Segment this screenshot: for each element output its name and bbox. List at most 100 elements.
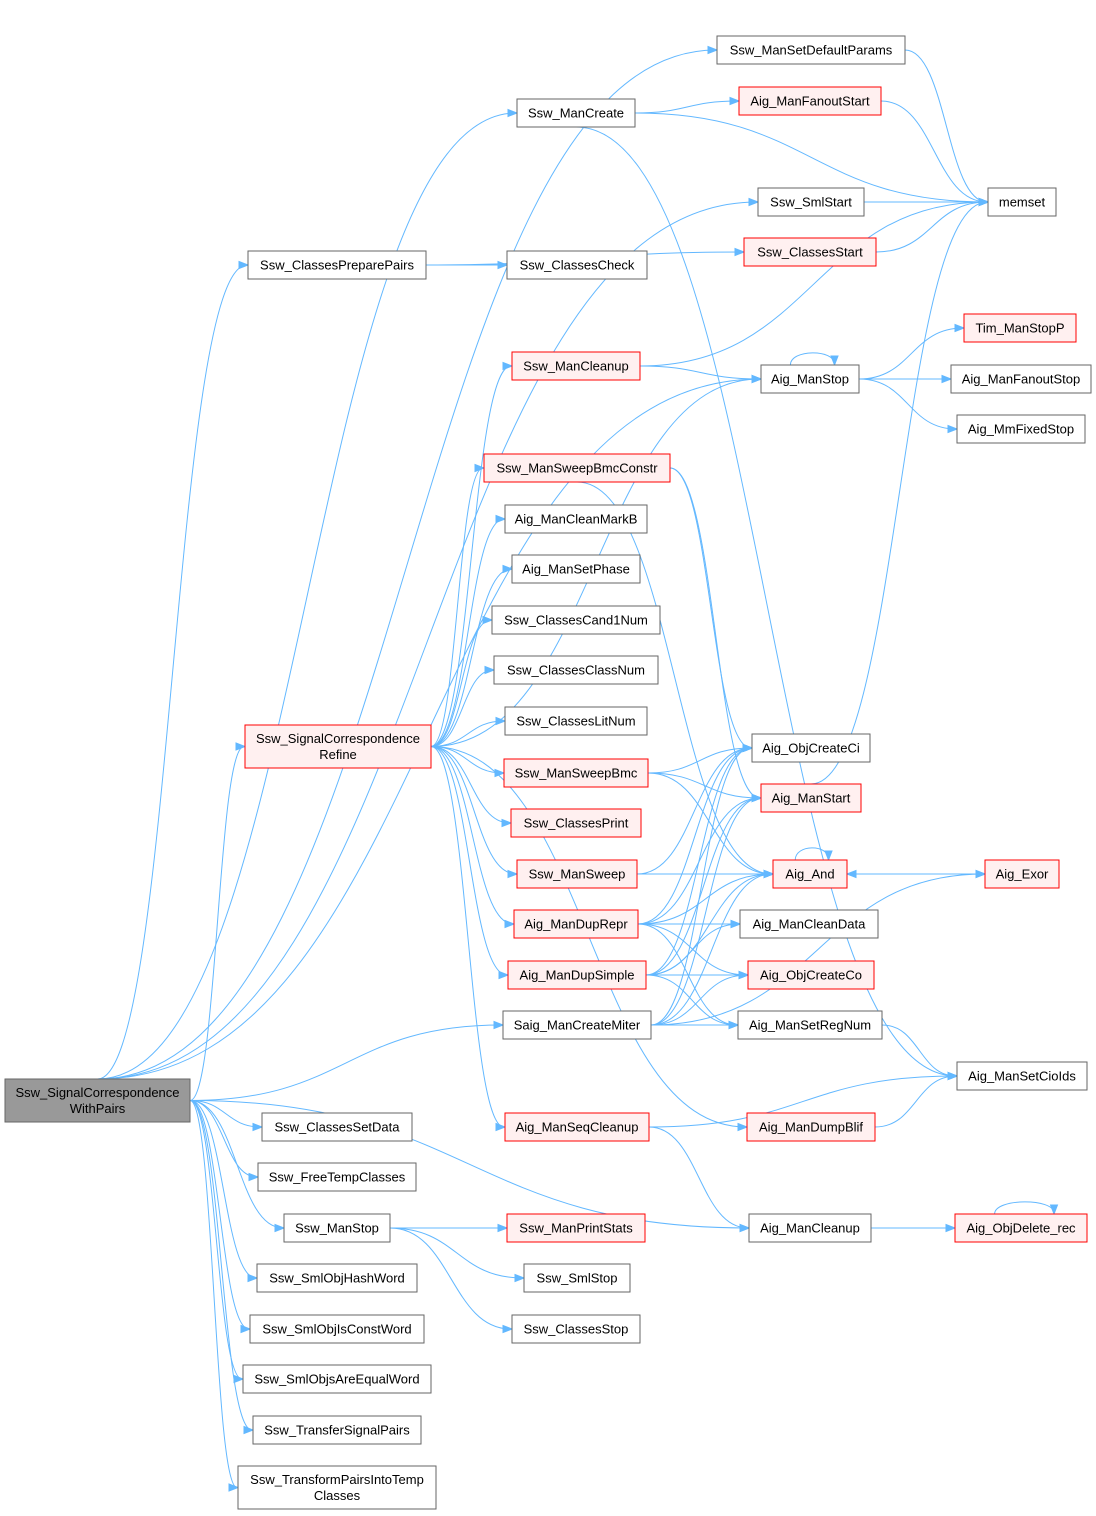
node-box bbox=[247, 250, 427, 280]
node-cleanmarkb[interactable]: Aig_ManCleanMarkB bbox=[504, 504, 648, 534]
node-areequal[interactable]: Ssw_SmlObjsAreEqualWord bbox=[242, 1364, 432, 1394]
node-setphase[interactable]: Aig_ManSetPhase bbox=[511, 554, 641, 584]
node-classesstart[interactable]: Ssw_ClassesStart bbox=[743, 237, 877, 267]
edge-aigand-aigand bbox=[794, 847, 829, 861]
node-objdelete[interactable]: Aig_ObjDelete_rec bbox=[954, 1213, 1088, 1243]
node-classesstop[interactable]: Ssw_ClassesStop bbox=[511, 1314, 641, 1344]
edge-manstart-memset bbox=[810, 201, 988, 785]
edge-arrowhead bbox=[947, 424, 959, 434]
edge-sigrefine-classesprint bbox=[430, 746, 511, 824]
edge-sweepbmc-manstart bbox=[647, 772, 761, 799]
node-aigstop[interactable]: Aig_ManStop bbox=[760, 364, 860, 394]
node-label: Ssw_ClassesClassNum bbox=[507, 663, 645, 678]
node-label: Aig_ManSeqCleanup bbox=[516, 1120, 639, 1135]
edge-arrowhead bbox=[495, 514, 507, 524]
edge-sigrefine-dupsimple bbox=[430, 746, 508, 976]
edge-arrowhead bbox=[495, 1122, 507, 1132]
node-box bbox=[950, 364, 1092, 394]
edge-arrowhead bbox=[493, 1020, 505, 1030]
node-memset[interactable]: memset bbox=[987, 187, 1057, 217]
node-setregnum[interactable]: Aig_ManSetRegNum bbox=[737, 1010, 883, 1040]
node-box bbox=[739, 909, 879, 939]
node-isconst[interactable]: Ssw_SmlObjIsConstWord bbox=[249, 1314, 425, 1344]
node-setcioids[interactable]: Aig_ManSetCioIds bbox=[956, 1061, 1088, 1091]
edge-sweepbmcconstr-objcreateci bbox=[669, 467, 752, 749]
node-label: Ssw_SmlObjHashWord bbox=[269, 1271, 405, 1286]
node-classescheck[interactable]: Ssw_ClassesCheck bbox=[506, 250, 648, 280]
node-box bbox=[504, 1112, 650, 1142]
node-classesprint[interactable]: Ssw_ClassesPrint bbox=[510, 808, 642, 838]
node-label: Ssw_ManSweep bbox=[529, 867, 626, 882]
edge-arrowhead bbox=[1049, 1204, 1059, 1216]
edge-createmiter-objcreateci bbox=[650, 747, 752, 1026]
node-cand1num[interactable]: Ssw_ClassesCand1Num bbox=[491, 605, 661, 635]
node-label: Aig_ObjDelete_rec bbox=[966, 1221, 1076, 1236]
node-hashword[interactable]: Ssw_SmlObjHashWord bbox=[256, 1263, 418, 1293]
node-objcreateco[interactable]: Aig_ObjCreateCo bbox=[747, 960, 875, 990]
node-preparepairs[interactable]: Ssw_ClassesPreparePairs bbox=[247, 250, 427, 280]
node-label: Aig_ManDupSimple bbox=[520, 968, 635, 983]
node-exor[interactable]: Aig_Exor bbox=[984, 859, 1060, 889]
node-createmiter[interactable]: Saig_ManCreateMiter bbox=[502, 1010, 652, 1040]
node-box bbox=[716, 35, 906, 65]
node-dupsimple[interactable]: Aig_ManDupSimple bbox=[507, 960, 647, 990]
node-transfer[interactable]: Ssw_TransferSignalPairs bbox=[252, 1415, 422, 1445]
node-box bbox=[747, 960, 875, 990]
edge-dumpblif-setcioids bbox=[874, 1075, 957, 1128]
node-box bbox=[503, 758, 649, 788]
node-objcreateci[interactable]: Aig_ObjCreateCi bbox=[751, 733, 871, 763]
node-sweepbmc[interactable]: Ssw_ManSweepBmc bbox=[503, 758, 649, 788]
node-setdefault[interactable]: Ssw_ManSetDefaultParams bbox=[716, 35, 906, 65]
node-box bbox=[746, 1112, 876, 1142]
node-freetemp[interactable]: Ssw_FreeTempClasses bbox=[257, 1162, 417, 1192]
node-box bbox=[493, 655, 659, 685]
edge-sigrefine-cand1num bbox=[430, 619, 492, 747]
node-aigand[interactable]: Aig_And bbox=[772, 859, 848, 889]
edge-arrowhead bbox=[248, 1172, 260, 1182]
node-manstart[interactable]: Aig_ManStart bbox=[760, 783, 862, 813]
node-mancreate[interactable]: Ssw_ManCreate bbox=[516, 98, 636, 128]
edge-arrowhead bbox=[748, 197, 760, 207]
node-smlstop[interactable]: Ssw_SmlStop bbox=[523, 1263, 631, 1293]
node-mmfixed[interactable]: Aig_MmFixedStop bbox=[956, 414, 1086, 444]
edge-mancreate-fanoutstart bbox=[634, 100, 739, 114]
node-box bbox=[751, 733, 871, 763]
node-label: Aig_MmFixedStop bbox=[968, 422, 1074, 437]
node-sweepbmcconstr[interactable]: Ssw_ManSweepBmcConstr bbox=[483, 453, 671, 483]
node-label: Ssw_SignalCorrespondence bbox=[15, 1085, 179, 1100]
node-box bbox=[757, 187, 865, 217]
node-label: Ssw_ManSetDefaultParams bbox=[730, 43, 893, 58]
node-aigcleanup[interactable]: Aig_ManCleanup bbox=[748, 1213, 872, 1243]
node-box bbox=[261, 1112, 413, 1142]
edge-seqcleanup-aigcleanup bbox=[648, 1126, 749, 1229]
edge-sswmanstop-classesstop bbox=[389, 1227, 512, 1330]
node-classessetdata[interactable]: Ssw_ClassesSetData bbox=[261, 1112, 413, 1142]
node-sweep[interactable]: Ssw_ManSweep bbox=[516, 859, 638, 889]
node-cleandata[interactable]: Aig_ManCleanData bbox=[739, 909, 879, 939]
node-timstop[interactable]: Tim_ManStopP bbox=[963, 313, 1077, 343]
node-label: Ssw_ManSweepBmc bbox=[515, 766, 638, 781]
edge-createmiter-exor bbox=[650, 873, 985, 1026]
node-fanoutstart[interactable]: Aig_ManFanoutStart bbox=[738, 86, 882, 116]
node-litnum[interactable]: Ssw_ClassesLitNum bbox=[504, 706, 648, 736]
node-classnum[interactable]: Ssw_ClassesClassNum bbox=[493, 655, 659, 685]
node-label: Saig_ManCreateMiter bbox=[514, 1018, 641, 1033]
node-seqcleanup[interactable]: Aig_ManSeqCleanup bbox=[504, 1112, 650, 1142]
node-duprepr[interactable]: Aig_ManDupRepr bbox=[513, 909, 639, 939]
edge-duprepr-objcreateci bbox=[637, 747, 752, 925]
edge-sweep-objcreateci bbox=[636, 747, 752, 875]
edge-arrowhead bbox=[947, 1071, 959, 1081]
node-dumpblif[interactable]: Aig_ManDumpBlif bbox=[746, 1112, 876, 1142]
node-label: Ssw_SignalCorrespondence bbox=[256, 731, 420, 746]
node-box bbox=[4, 1078, 191, 1123]
node-mancleanup[interactable]: Ssw_ManCleanup bbox=[511, 351, 641, 381]
node-printstats[interactable]: Ssw_ManPrintStats bbox=[506, 1213, 646, 1243]
edge-root-freetemp bbox=[189, 1100, 258, 1178]
node-sswmanstop[interactable]: Ssw_ManStop bbox=[283, 1213, 391, 1243]
node-label: Aig_Exor bbox=[996, 867, 1049, 882]
node-smlstart[interactable]: Ssw_SmlStart bbox=[757, 187, 865, 217]
node-fanoutstop[interactable]: Aig_ManFanoutStop bbox=[950, 364, 1092, 394]
